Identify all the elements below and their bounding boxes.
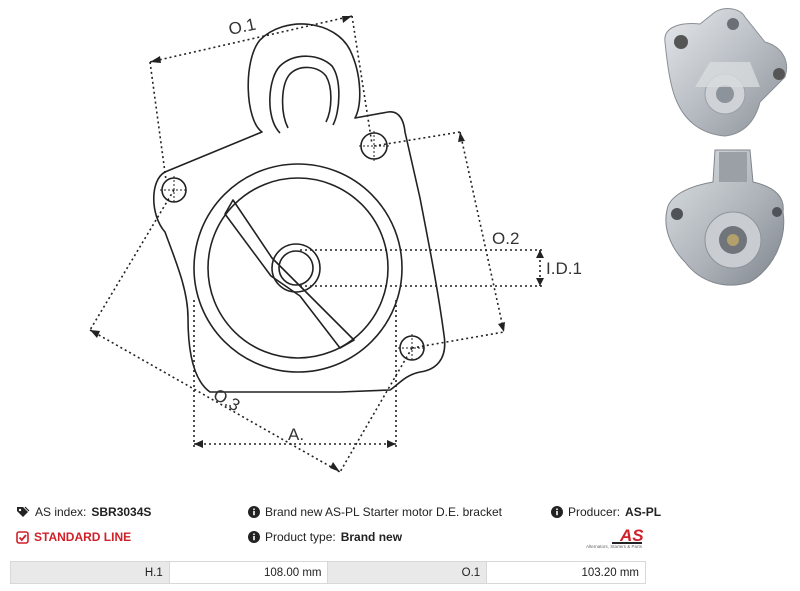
as-index-value: SBR3034S	[91, 505, 152, 519]
spec-label-o1: O.1	[327, 561, 488, 584]
spec-value-h1: 108.00 mm	[168, 561, 329, 584]
as-index-label: AS index:	[35, 505, 87, 519]
housing-outer-circle	[193, 163, 403, 373]
housing-inner-circle	[207, 177, 389, 359]
product-type-row: Product type: Brand new	[248, 530, 402, 544]
as-pl-logo: AS	[612, 526, 644, 545]
standard-line-row: STANDARD LINE	[16, 530, 131, 544]
product-photo-top	[664, 8, 788, 137]
top-lug-loop	[269, 55, 340, 134]
dim-label-o2: O.2	[492, 229, 519, 248]
dim-label-o1: O.1	[227, 15, 258, 39]
standard-line-label: STANDARD LINE	[34, 530, 132, 544]
flange-outline	[153, 23, 446, 393]
description-row: Brand new AS-PL Starter motor D.E. brack…	[248, 505, 502, 519]
spec-value-o1: 103.20 mm	[486, 561, 646, 584]
producer-row: Producer: AS-PL	[551, 505, 661, 519]
check-square-icon	[16, 530, 29, 544]
producer-label: Producer:	[568, 505, 621, 519]
dim-label-o3: O.3	[210, 385, 243, 415]
svg-text:AS: AS	[619, 526, 644, 545]
internal-web	[224, 199, 355, 349]
table-row: H.1 108.00 mm O.1 103.20 mm	[10, 561, 646, 584]
product-type-label: Product type:	[265, 530, 336, 544]
info-circle-icon	[248, 531, 260, 543]
info-circle-icon	[551, 506, 563, 518]
tags-icon	[16, 506, 30, 518]
as-index-row: AS index: SBR3034S	[16, 505, 151, 519]
spec-table: H.1 108.00 mm O.1 103.20 mm	[10, 561, 646, 584]
product-type-value: Brand new	[340, 530, 403, 544]
spec-label-h1: H.1	[10, 561, 170, 584]
dim-label-id1: I.D.1	[546, 259, 582, 278]
description-text: Brand new AS-PL Starter motor D.E. brack…	[265, 505, 502, 519]
dim-label-a: A.	[288, 425, 304, 444]
product-photo-bottom	[665, 149, 785, 286]
producer-value: AS-PL	[625, 505, 662, 519]
shaft-bore-outer	[271, 243, 321, 293]
logo-caption: Alternators, Starters & Parts	[586, 544, 643, 549]
info-circle-icon	[248, 506, 260, 518]
technical-drawing: O.1 O.2 I.D.1 O.3 A.	[89, 15, 582, 473]
shaft-bore-inner	[278, 250, 314, 286]
